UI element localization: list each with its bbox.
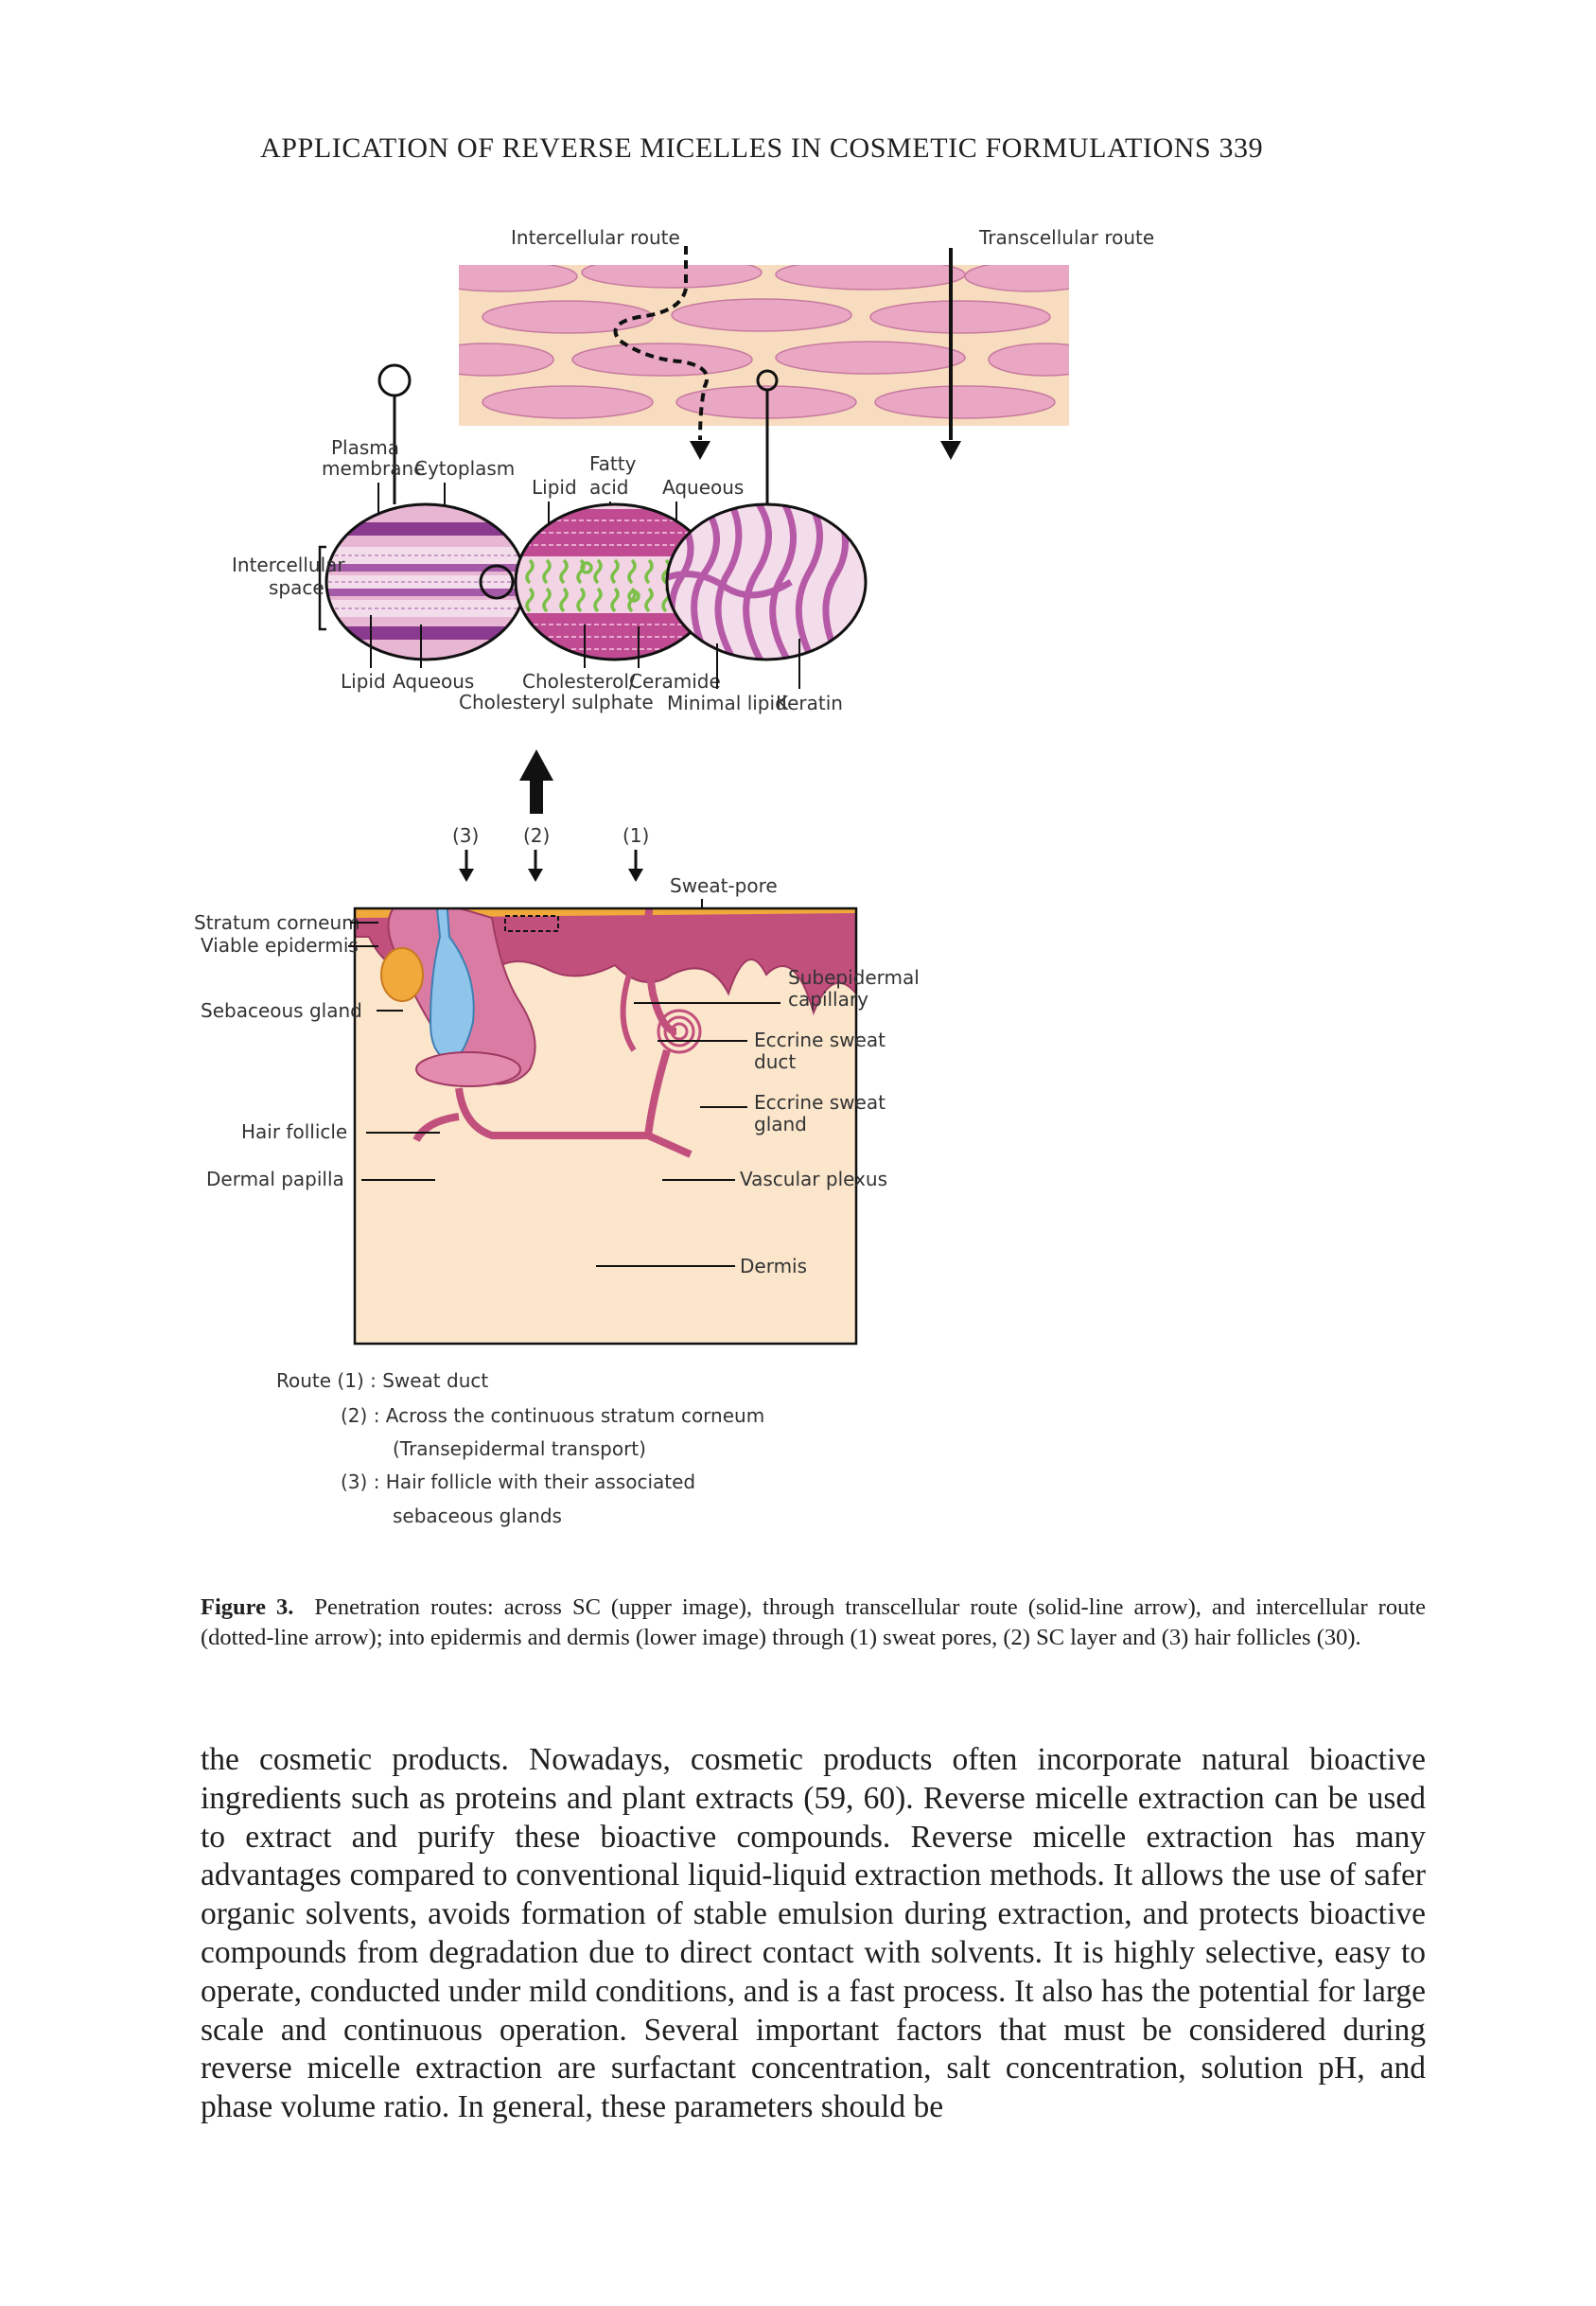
zoom-circle-1: [377, 363, 412, 397]
stratum-corneum-strip: [377, 246, 1069, 504]
label-intercellular-space-1: Intercellular: [232, 554, 345, 576]
legend-line-4: (3) : Hair follicle with their associate…: [341, 1470, 695, 1493]
label-stratum-corneum: Stratum corneum: [194, 911, 360, 934]
label-eccrine-gland-2: gland: [754, 1113, 807, 1135]
label-eccrine-duct-2: duct: [754, 1050, 796, 1073]
label-viable-epidermis: Viable epidermis: [201, 934, 359, 957]
label-dermis: Dermis: [740, 1255, 807, 1277]
label-dermal-papilla: Dermal papilla: [206, 1168, 344, 1190]
penetration-routes-figure: Intercellular route Transcellular route …: [194, 226, 1154, 1527]
label-lipid-bottom: Lipid: [341, 670, 386, 693]
label-subepidermal-2: capillary: [788, 988, 868, 1011]
legend-line-3: (Transepidermal transport): [393, 1437, 646, 1460]
page-number: 339: [1219, 132, 1264, 164]
label-keratin: Keratin: [776, 692, 843, 714]
label-intercellular-route: Intercellular route: [511, 226, 680, 249]
caption-text: Penetration routes: across SC (upper ima…: [201, 1594, 1427, 1650]
label-intercellular-space-2: space: [269, 576, 324, 599]
intercellular-arrowhead: [690, 441, 710, 460]
label-plasma-membrane-1: Plasma: [331, 436, 399, 459]
keratin-inset: [665, 502, 868, 661]
label-hair-follicle: Hair follicle: [241, 1120, 347, 1143]
label-route-1: (1): [623, 824, 649, 847]
label-eccrine-gland-1: Eccrine sweat: [754, 1091, 886, 1114]
figure-caption: Figure 3. Penetration routes: across SC …: [201, 1593, 1426, 1653]
running-head: APPLICATION OF REVERSE MICELLES IN COSME…: [260, 132, 1424, 165]
label-fatty-acid-2: acid: [589, 476, 629, 499]
label-transcellular-route: Transcellular route: [978, 226, 1154, 249]
label-plasma-membrane-2: membrane: [322, 457, 425, 480]
label-vascular-plexus: Vascular plexus: [740, 1168, 887, 1190]
label-sebaceous-gland: Sebaceous gland: [201, 999, 362, 1022]
label-cytoplasm: Cytoplasm: [414, 457, 515, 480]
route-legend: Route (1) : Sweat duct (2) : Across the …: [276, 1369, 764, 1527]
intercellular-space-inset: [324, 502, 527, 661]
caption-label: Figure 3.: [201, 1594, 294, 1620]
label-aqueous-top: Aqueous: [662, 476, 744, 499]
label-ceramide: Ceramide: [629, 670, 721, 693]
running-head-title: APPLICATION OF REVERSE MICELLES IN COSME…: [260, 132, 1212, 164]
skin-cross-section: [353, 907, 858, 1346]
up-arrow: [519, 749, 553, 814]
label-eccrine-duct-1: Eccrine sweat: [754, 1029, 886, 1051]
label-aqueous-bottom: Aqueous: [393, 670, 474, 693]
label-route-3: (3): [452, 824, 479, 847]
label-fatty-acid-1: Fatty: [589, 452, 637, 475]
label-cholesterol-2: Cholesteryl sulphate: [459, 691, 654, 713]
label-route-2: (2): [523, 824, 550, 847]
legend-line-5: sebaceous glands: [393, 1505, 562, 1527]
legend-line-2: (2) : Across the continuous stratum corn…: [341, 1404, 764, 1427]
label-minimal-lipid: Minimal lipid: [667, 692, 787, 714]
label-lipid-top: Lipid: [532, 476, 577, 499]
legend-line-1: Route (1) : Sweat duct: [276, 1369, 488, 1392]
label-cholesterol-1: Cholesterol/: [522, 670, 636, 693]
label-sweat-pore: Sweat-pore: [670, 874, 778, 897]
transcellular-arrowhead: [940, 441, 961, 460]
label-subepidermal-1: Subepidermal: [788, 966, 920, 989]
body-paragraph: the cosmetic products. Nowadays, cosmeti…: [201, 1742, 1426, 2125]
